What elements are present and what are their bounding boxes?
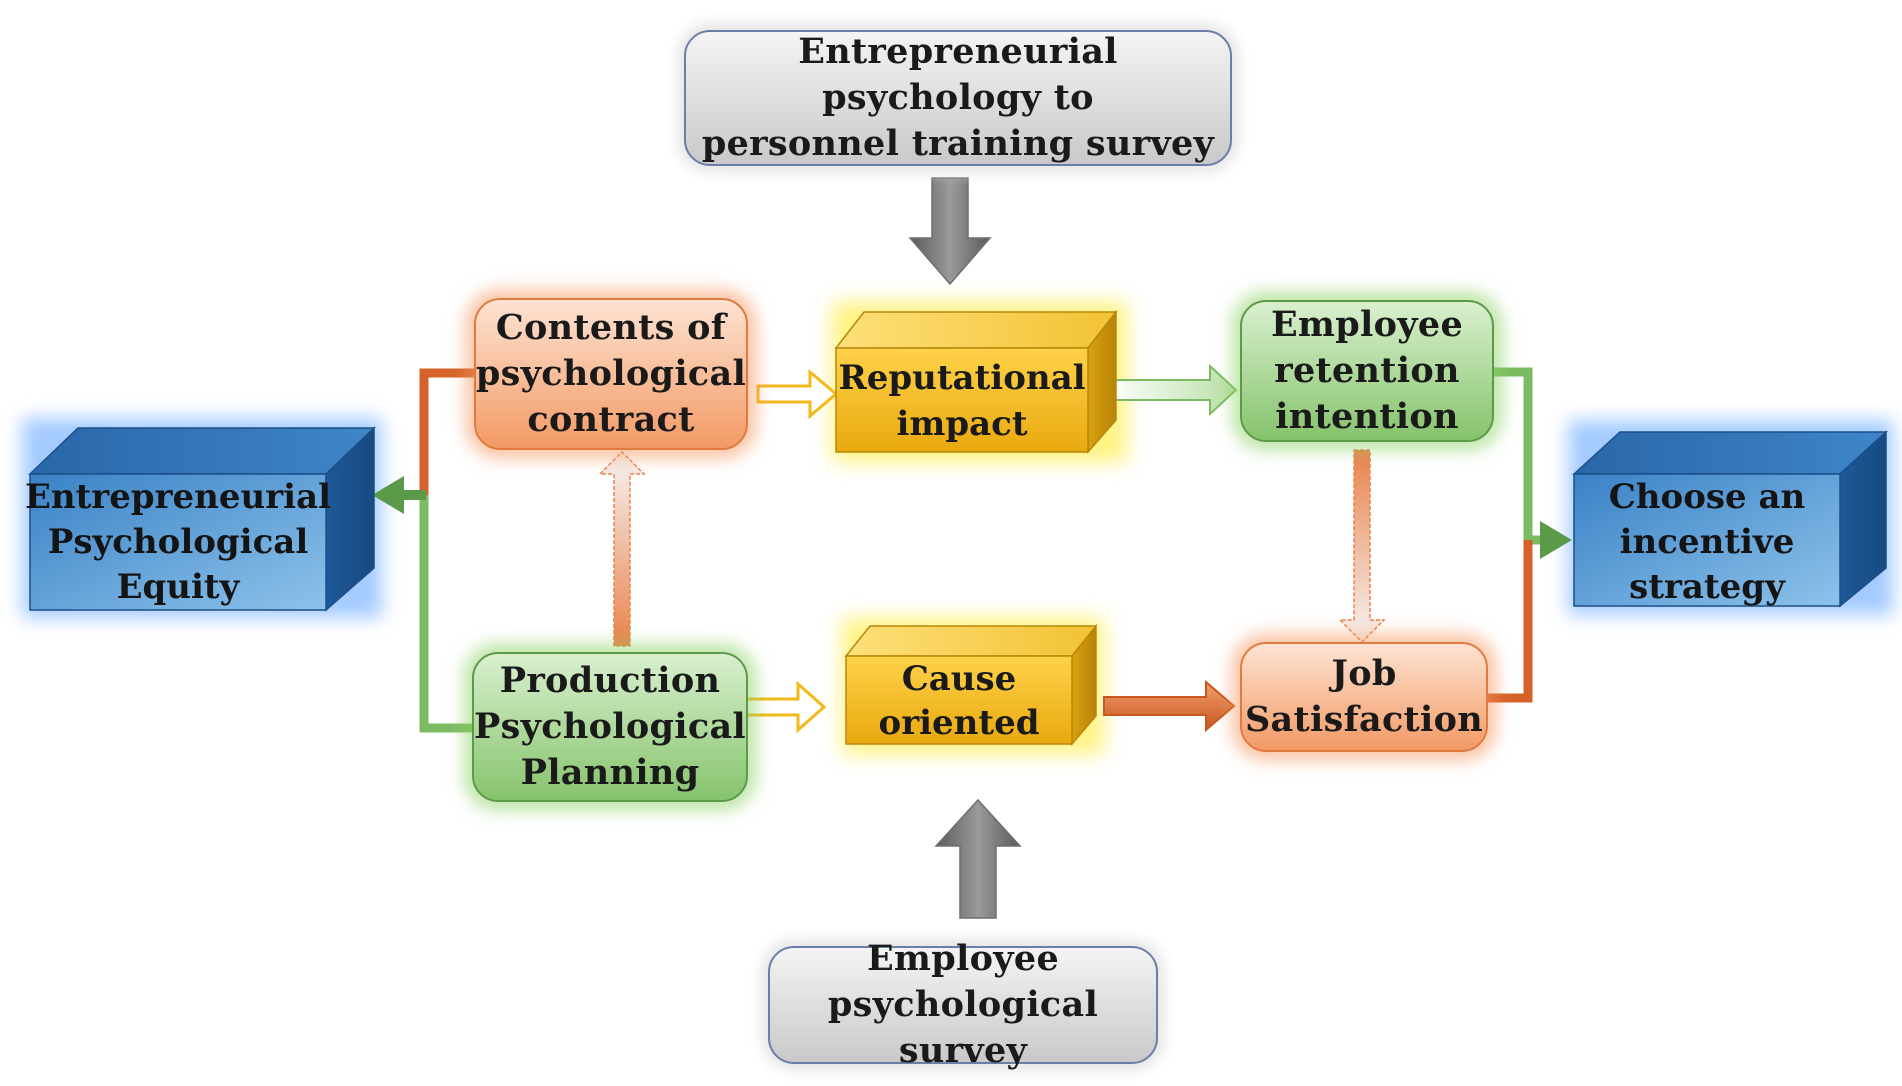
job-satisfaction-node: Job Satisfaction: [1240, 642, 1488, 752]
top-survey-label: Entrepreneurial psychology to personnel …: [701, 31, 1215, 164]
equity-line2: Psychological: [48, 522, 309, 562]
cause-oriented-box: Cause oriented: [844, 623, 1098, 747]
incentive-strategy-box: Choose an incentive strategy: [1572, 430, 1888, 608]
incentive-line1: Choose an: [1609, 477, 1806, 517]
arrow-contract-to-reputation: [756, 368, 839, 420]
retention-intention-label: Employee retention intention: [1270, 304, 1464, 437]
arrowhead-to-equity: [372, 476, 404, 514]
incentive-line2: incentive: [1620, 522, 1795, 562]
connector-planning-to-equity: [419, 495, 478, 733]
equity-line1: Entrepreneurial: [25, 477, 331, 517]
arrow-reputation-to-retention: [1105, 363, 1238, 417]
retention-intention-node: Employee retention intention: [1240, 300, 1494, 442]
arrow-planning-to-contract: [598, 450, 646, 647]
reputational-impact-box: Reputational impact: [834, 309, 1118, 454]
production-planning-label: Production Psychological Planning: [473, 660, 747, 793]
arrow-cause-to-satisfaction: [1103, 679, 1236, 733]
arrow-planning-to-cause: [744, 680, 827, 734]
arrow-shaft-to-equity: [402, 490, 426, 500]
arrow-retention-to-satisfaction: [1338, 449, 1386, 644]
bottom-survey-label: Employee psychological survey: [827, 938, 1099, 1071]
contents-contract-node: Contents of psychological contract: [474, 298, 748, 450]
cause-oriented-line1: Cause: [902, 659, 1017, 699]
connector-contract-to-equity: [410, 368, 478, 500]
arrow-top-survey-down: [908, 177, 992, 286]
arrow-bottom-survey-up: [934, 798, 1022, 919]
production-planning-node: Production Psychological Planning: [472, 652, 748, 802]
reputational-impact-line1: Reputational: [838, 358, 1085, 398]
top-survey-node: Entrepreneurial psychology to personnel …: [684, 30, 1232, 166]
equity-line3: Equity: [117, 567, 241, 607]
job-satisfaction-label: Job Satisfaction: [1244, 653, 1484, 740]
reputational-impact-line2: impact: [896, 404, 1027, 444]
equity-box: Entrepreneurial Psychological Equity: [25, 426, 376, 612]
cause-oriented-line2: oriented: [879, 703, 1040, 743]
connector-retention-to-incentive: [1490, 367, 1545, 545]
contents-contract-label: Contents of psychological contract: [475, 307, 747, 440]
bottom-survey-node: Employee psychological survey: [768, 938, 1158, 1071]
arrowhead-to-incentive: [1540, 521, 1572, 559]
incentive-line3: strategy: [1629, 567, 1786, 607]
connector-satisfaction-to-incentive: [1486, 540, 1533, 703]
